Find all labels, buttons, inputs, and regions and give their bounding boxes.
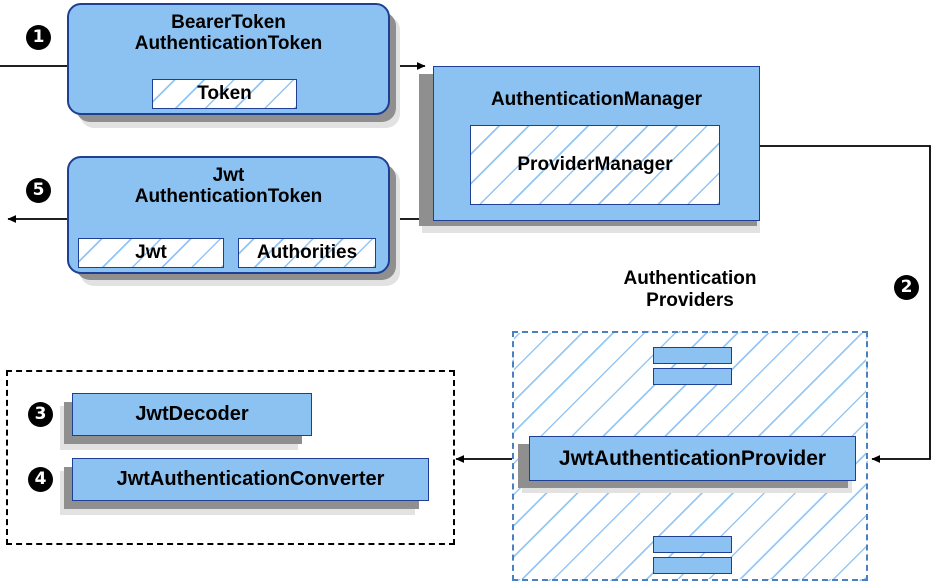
jwt-token-inner-authorities[interactable]: Authorities xyxy=(238,238,376,268)
providers-group-title: Authentication Providers xyxy=(512,268,868,312)
providers-group-title-line1: Authentication xyxy=(623,268,757,289)
badge-step-3-number: 3 xyxy=(34,404,47,424)
badge-step-5: 5 xyxy=(26,178,51,203)
badge-step-1: 1 xyxy=(26,25,51,50)
provider-stack-bar-top-1 xyxy=(653,347,732,364)
badge-step-5-number: 5 xyxy=(32,180,45,200)
auth-manager-title: AuthenticationManager xyxy=(490,89,703,110)
providers-group-title-line2: Providers xyxy=(646,289,734,311)
badge-step-4-number: 4 xyxy=(34,469,47,489)
jwt-decoder-node[interactable]: JwtDecoder xyxy=(72,393,312,436)
badge-step-3: 3 xyxy=(28,402,53,427)
bearer-token-inner-token[interactable]: Token xyxy=(152,79,297,109)
bearer-token-inner-label: Token xyxy=(197,83,252,104)
provider-manager-inner[interactable]: ProviderManager xyxy=(470,125,720,205)
bearer-token-line2: AuthenticationToken xyxy=(134,33,323,55)
jwt-token-line1: Jwt xyxy=(212,165,245,186)
jwt-token-inner-jwt-label: Jwt xyxy=(135,242,167,263)
jwt-converter-node[interactable]: JwtAuthenticationConverter xyxy=(72,458,429,501)
bearer-token-line1: BearerToken xyxy=(171,12,286,33)
arrow-manager-to-provider xyxy=(760,145,931,463)
jwt-provider-node[interactable]: JwtAuthenticationProvider xyxy=(529,436,856,481)
provider-manager-label: ProviderManager xyxy=(517,154,673,175)
provider-stack-bar-bottom-1 xyxy=(653,536,732,553)
badge-step-2: 2 xyxy=(894,275,919,300)
jwt-decoder-label: JwtDecoder xyxy=(135,403,249,426)
provider-stack-bar-top-2 xyxy=(653,368,732,385)
jwt-token-inner-authorities-label: Authorities xyxy=(256,242,358,263)
badge-step-1-number: 1 xyxy=(32,27,45,47)
jwt-provider-label: JwtAuthenticationProvider xyxy=(558,446,827,470)
provider-stack-bar-bottom-2 xyxy=(653,557,732,574)
badge-step-4: 4 xyxy=(28,467,53,492)
jwt-token-line2: AuthenticationToken xyxy=(134,186,323,208)
jwt-helpers-group-container xyxy=(6,370,455,545)
bearer-token-node[interactable]: BearerToken AuthenticationToken xyxy=(67,3,390,115)
jwt-converter-label: JwtAuthenticationConverter xyxy=(116,468,385,491)
badge-step-2-number: 2 xyxy=(900,277,913,297)
jwt-token-inner-jwt[interactable]: Jwt xyxy=(78,238,224,268)
